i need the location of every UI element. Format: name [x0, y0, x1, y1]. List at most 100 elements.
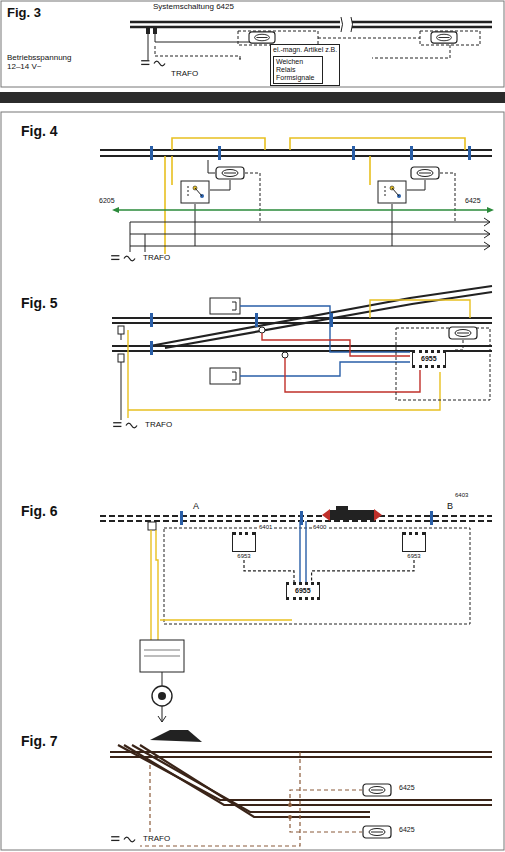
- part-label: 6403: [454, 492, 469, 499]
- fig6-wiring-part: [151, 530, 158, 640]
- locomotive-part: [336, 506, 348, 511]
- fig6-wiring-part: [164, 528, 470, 624]
- fig7-wiring-part-part: [132, 745, 370, 812]
- fig6-wiring-part-part: [100, 515, 492, 517]
- relay-module: 6953: [402, 532, 426, 560]
- fig4-wiring-part-part: [100, 155, 492, 157]
- fig4-wiring-part: [195, 160, 425, 246]
- fig3-panel: [1, 1, 504, 87]
- fig4-wiring-part-part: [410, 146, 413, 160]
- fig5-wiring-part: [118, 354, 124, 362]
- fig4-wiring-part: [130, 222, 145, 252]
- part-label: TRAFO: [142, 835, 171, 844]
- fig6-wiring: [100, 506, 492, 722]
- fig4-wiring-part: [100, 150, 492, 156]
- fig6-wiring-part: [160, 619, 292, 620]
- fig5-wiring-part-part: [150, 286, 492, 346]
- locomotive-part: [322, 509, 382, 521]
- fig3-panel-part: [238, 31, 318, 45]
- fig5-wiring-part: [232, 372, 236, 380]
- figure-title: Fig. 5: [20, 296, 59, 311]
- fig3-panel-part: [148, 34, 262, 60]
- fig4-wiring: [100, 138, 494, 261]
- fig3-panel-part: [1, 1, 504, 87]
- fig5-wiring: [112, 286, 492, 428]
- part-label: 6400: [312, 524, 327, 531]
- part-label: B: [446, 502, 454, 512]
- figure-title: Fig. 7: [20, 734, 59, 749]
- part-label: TRAFO: [170, 70, 199, 79]
- fig5-wiring-part: [240, 362, 410, 376]
- fig6-wiring-part: [148, 522, 156, 530]
- fig6-wiring-part-part: [180, 511, 183, 525]
- box-text: el.-magn. Artikel z.B.: [273, 46, 337, 54]
- fig5-wiring-part: [113, 423, 137, 428]
- fig3-panel-part: [146, 28, 150, 34]
- locomotive-part: [330, 510, 374, 520]
- article-list: Weichen Relais Formsignale: [273, 56, 323, 84]
- fig6-wiring-part: [158, 692, 166, 700]
- fig6-wiring-part: [300, 521, 306, 582]
- fig5-wiring-part-part: [255, 313, 258, 327]
- fig6-wiring-part: [140, 640, 184, 672]
- fig4-wiring-part: [245, 173, 455, 222]
- fig6-wiring-part: [144, 656, 180, 657]
- fig4-wiring-part-part: [150, 146, 153, 160]
- fig3-panel-part: [249, 32, 275, 43]
- fig5-wiring-part: [370, 300, 470, 318]
- fig6-wiring-part: [144, 650, 180, 651]
- relay-module: 6953: [232, 532, 256, 560]
- control-module: 6955: [412, 350, 446, 368]
- part-label: TRAFO: [144, 421, 173, 430]
- fig4-wiring-part: [484, 218, 490, 250]
- fig3-panel-part-part: [352, 26, 492, 28]
- fig3-panel-part: [130, 22, 492, 27]
- fig4-wiring-part-part: [130, 234, 490, 235]
- fig4-wiring-part: [118, 209, 488, 210]
- fig7-wiring-part: [288, 803, 292, 807]
- part-label: Systemschaltung 6425: [152, 3, 235, 12]
- fig7-wiring-part-part: [110, 751, 492, 753]
- fig3-panel-part: [431, 32, 457, 43]
- fig3-panel-part: [141, 61, 165, 66]
- fig4-wiring-part: [411, 167, 439, 179]
- relay-symbol: [232, 532, 256, 552]
- fig4-wiring-part-part: [130, 246, 490, 247]
- fig5-wiring-part-part: [150, 341, 153, 355]
- fig4-wiring-part: [130, 222, 490, 246]
- fig7-wiring-part: [140, 752, 362, 846]
- main-panel: [1, 112, 504, 850]
- fig3-panel-part-part: [352, 21, 492, 23]
- fig7-wiring-part-part: [124, 745, 492, 805]
- part-label: Betriebsspannung 12–14 V~: [6, 54, 86, 72]
- fig5-wiring-part: [455, 340, 463, 350]
- fig5-wiring-part: [282, 352, 288, 358]
- fig4-wiring-part-part: [352, 146, 355, 160]
- fig5-wiring-part: [121, 334, 122, 420]
- fig4-wiring-part: [165, 156, 370, 255]
- buffer-stop: [150, 730, 202, 742]
- part-label: 6401: [258, 524, 273, 531]
- control-wire: [244, 560, 294, 582]
- fig3-panel-part: [341, 17, 353, 32]
- part-label: 6205: [98, 197, 116, 205]
- article-box: el.-magn. Artikel z.B. Weichen Relais For…: [270, 44, 340, 86]
- fig4-wiring-part: [112, 207, 494, 213]
- fig7-wiring-part-part: [110, 756, 492, 758]
- fig5-wiring-part: [112, 286, 492, 351]
- fig5-wiring-part: [118, 326, 124, 334]
- fig6-wiring-part: [158, 672, 166, 722]
- fig7-wiring-part: [363, 826, 391, 838]
- fig6-wiring-part-part: [430, 511, 433, 525]
- fig3-panel-part-part: [130, 21, 340, 23]
- fig5-wiring-part: [150, 313, 333, 355]
- fig5-wiring-part: [396, 328, 490, 400]
- fig5-wiring-part: [128, 330, 440, 418]
- fig4-wiring-part: [378, 181, 406, 203]
- box-text: 6955: [295, 587, 311, 595]
- figure-title: Fig. 4: [20, 124, 59, 139]
- fig4-wiring-part-part: [218, 146, 221, 160]
- fig3-panel-part-part: [130, 26, 340, 28]
- fig4-wiring-part: [172, 138, 465, 150]
